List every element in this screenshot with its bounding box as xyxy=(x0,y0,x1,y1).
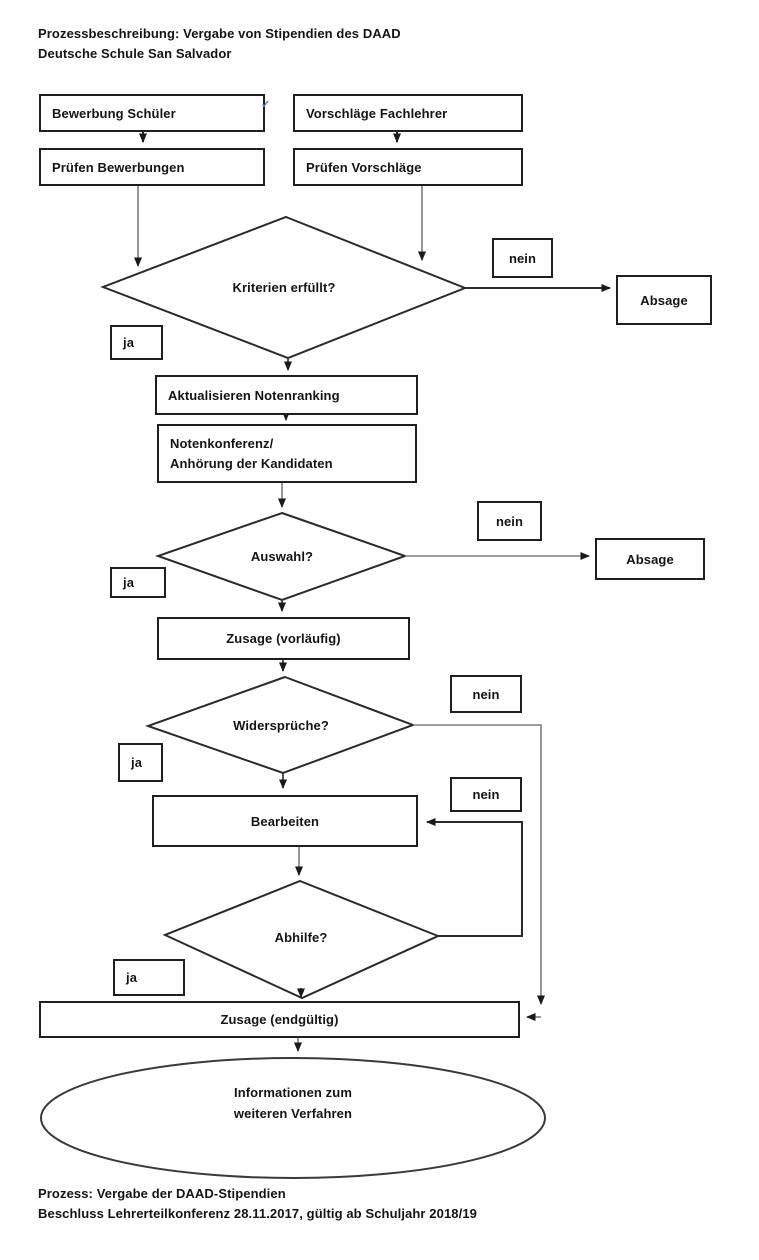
connector-abhilfe-nein-loop-to-bearbeiten xyxy=(426,818,523,937)
check-mark-icon: ✓ xyxy=(261,99,271,111)
node-vorschlaege-fachlehrer: Vorschläge Fachlehrer xyxy=(293,94,523,132)
node-label: Absage xyxy=(640,292,688,308)
terminator-label: Informationen zum weiteren Verfahren xyxy=(143,1082,443,1124)
footer-decision-note: Beschluss Lehrerteilkonferenz 28.11.2017… xyxy=(38,1206,477,1221)
decision-abhilfe-diamond xyxy=(162,879,441,1000)
node-notenkonferenz: Notenkonferenz/ Anhörung der Kandidaten xyxy=(157,424,417,483)
decision-abhilfe-label: Abhilfe? xyxy=(274,930,328,945)
node-label: Zusage (endgültig) xyxy=(220,1012,339,1027)
terminator-label-line1: Informationen zum xyxy=(234,1085,352,1100)
node-label: Absage xyxy=(626,551,674,567)
nein-label: nein xyxy=(472,686,500,702)
terminator-ellipse xyxy=(40,1057,546,1179)
decision-kriterien-label: Kriterien erfüllt? xyxy=(232,280,336,295)
nein-label: nein xyxy=(472,787,500,802)
node-aktualisieren-notenranking: Aktualisieren Notenranking xyxy=(155,375,418,415)
branch-label-ja-auswahl: ja xyxy=(110,567,166,598)
decision-widersprueche-label: Widersprüche? xyxy=(233,718,329,733)
branch-label-ja-widersprueche: ja xyxy=(118,743,163,782)
node-label: Prüfen Bewerbungen xyxy=(52,159,185,175)
node-label: Prüfen Vorschläge xyxy=(306,159,422,175)
branch-label-nein-abhilfe: nein xyxy=(450,777,522,812)
node-pruefen-vorschlaege: Prüfen Vorschläge xyxy=(293,148,523,186)
document-subtitle: Deutsche Schule San Salvador xyxy=(38,46,232,61)
node-label-line1: Notenkonferenz/ xyxy=(170,435,274,451)
branch-label-ja-abhilfe: ja xyxy=(113,959,185,996)
branch-label-ja-kriterien: ja xyxy=(110,325,163,360)
branch-label-nein-auswahl: nein xyxy=(477,501,542,541)
node-label: Zusage (vorläufig) xyxy=(226,631,341,646)
node-zusage-endgueltig: Zusage (endgültig) xyxy=(39,1001,520,1038)
decision-kriterien-diamond xyxy=(100,215,468,360)
node-zusage-vorlaeufig: Zusage (vorläufig) xyxy=(157,617,410,660)
node-label: Vorschläge Fachlehrer xyxy=(306,105,448,121)
node-pruefen-bewerbungen: Prüfen Bewerbungen xyxy=(39,148,265,186)
ja-label: ja xyxy=(123,575,135,590)
terminator-label-line2: weiteren Verfahren xyxy=(233,1106,353,1121)
ja-label: ja xyxy=(123,335,135,350)
nein-label: nein xyxy=(508,250,537,266)
node-label-line2: Anhörung der Kandidaten xyxy=(170,455,333,471)
ja-label: ja xyxy=(131,755,143,770)
nein-label: nein xyxy=(495,513,524,529)
node-absage-auswahl: Absage xyxy=(595,538,705,580)
decision-auswahl-label: Auswahl? xyxy=(250,549,314,564)
node-bearbeiten: Bearbeiten xyxy=(152,795,418,847)
branch-label-nein-widersprueche: nein xyxy=(450,675,522,713)
branch-label-nein-kriterien: nein xyxy=(492,238,553,278)
node-label: Bewerbung Schüler xyxy=(52,105,176,121)
ja-label: ja xyxy=(126,970,138,985)
node-label: Aktualisieren Notenranking xyxy=(168,387,340,403)
node-label: Bearbeiten xyxy=(250,813,320,829)
node-bewerbung-schueler: Bewerbung Schüler xyxy=(39,94,265,132)
connector-widersprueche-nein-down xyxy=(413,724,545,1005)
footer-process-name: Prozess: Vergabe der DAAD-Stipendien xyxy=(38,1186,286,1201)
document-title: Prozessbeschreibung: Vergabe von Stipend… xyxy=(38,26,401,41)
node-absage-kriterien: Absage xyxy=(616,275,712,325)
